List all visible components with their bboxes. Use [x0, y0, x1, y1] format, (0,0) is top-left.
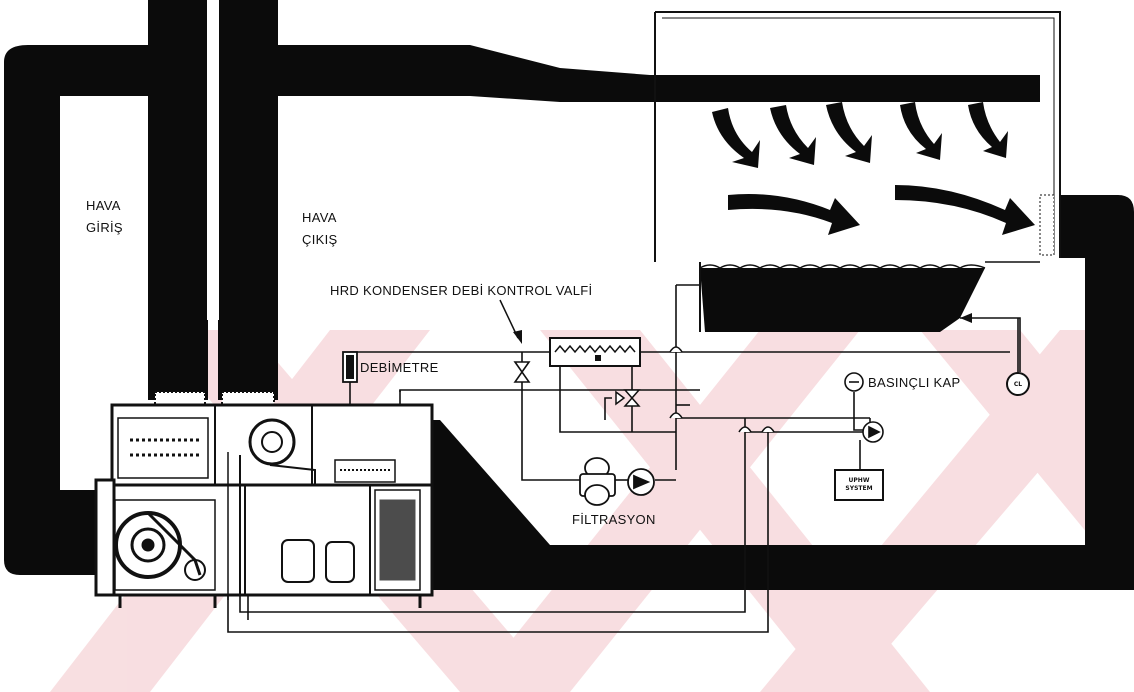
uphw-system-label-2: SYSTEM	[836, 485, 882, 492]
flowmeter-label: DEBİMETRE	[360, 360, 439, 376]
airflow-arrows	[712, 102, 1035, 235]
air-outlet-label-1: HAVA	[302, 210, 337, 226]
filtration-label: FİLTRASYON	[572, 512, 656, 528]
heat-exchanger-icon	[550, 338, 640, 366]
uphw-system-label-1: UPHW	[836, 477, 882, 484]
arrow-down-icon	[712, 108, 760, 168]
air-inlet-label-1: HAVA	[86, 198, 121, 214]
arrow-down-icon	[770, 105, 816, 165]
air-inlet-label-2: GİRİŞ	[86, 220, 123, 236]
flowmeter-icon	[343, 352, 357, 382]
hrd-valve-icon	[515, 362, 529, 382]
stack-left	[148, 0, 208, 400]
air-outlet-label-2: ÇIKIŞ	[302, 232, 337, 248]
arrow-down-icon	[968, 102, 1008, 158]
arrow-right-icon	[728, 194, 860, 235]
arrow-right-icon	[895, 185, 1035, 235]
arrow-down-icon	[900, 102, 942, 160]
arrow-down-icon	[826, 102, 872, 163]
air-handling-unit	[96, 405, 432, 608]
pressure-vessel-label: BASINÇLI KAP	[868, 375, 960, 391]
hrd-valve-label: HRD KONDENSER DEBİ KONTROL VALFİ	[330, 283, 592, 299]
pool-basin	[700, 262, 1040, 332]
cl-sensor-label: CL	[1010, 381, 1026, 388]
stack-right	[218, 0, 278, 400]
duct-under-pool	[420, 420, 550, 545]
